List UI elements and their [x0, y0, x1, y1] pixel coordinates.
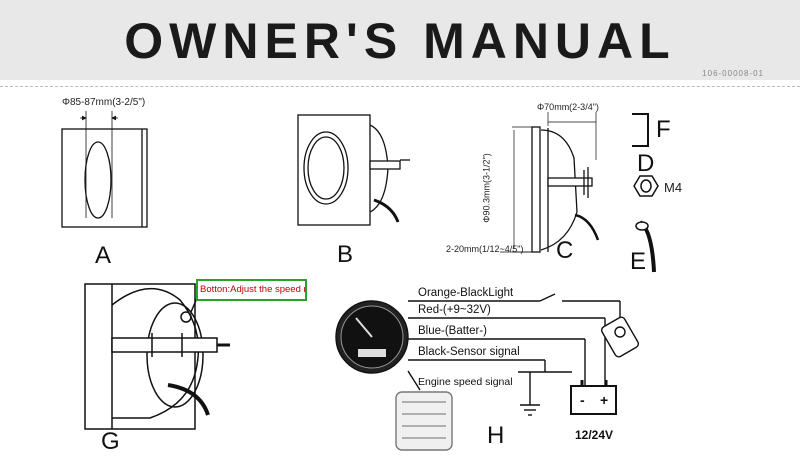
- figure-b-label: B: [337, 241, 354, 268]
- figure-a-dimension: Φ85-87mm(3-2/5"): [62, 97, 146, 108]
- wire-orange-label: Orange-BlackLight: [418, 287, 514, 299]
- wire-black-label: Black-Sensor signal: [418, 346, 520, 358]
- figure-c-dimension-top: Φ70mm(2-3/4"): [537, 102, 599, 112]
- figure-a-panel: [61, 111, 148, 228]
- figure-f-bracket: [632, 113, 649, 147]
- figure-h-wiring: [335, 293, 639, 451]
- figure-c-side-view: [500, 112, 600, 253]
- battery-positive-symbol: +: [600, 392, 608, 408]
- wire-red-label: Red-(+9~32V): [418, 304, 491, 316]
- speed-ratio-callout: Botton:Adjust the speed ratio: [196, 279, 307, 301]
- header-bar: [0, 0, 800, 80]
- figure-e-label: E: [630, 248, 647, 275]
- battery-voltage-label: 12/24V: [575, 428, 614, 442]
- figure-g-gauge-back: [84, 283, 230, 430]
- figure-c-dimension-side: Φ90.3mm(3-1/2"): [481, 153, 492, 223]
- figure-h-label: H: [487, 422, 505, 449]
- battery-negative-symbol: -: [580, 392, 585, 408]
- figure-g-label: G: [101, 428, 120, 455]
- figure-e-connector: [635, 220, 656, 273]
- wire-blue-label: Blue-(Batter-): [418, 325, 488, 337]
- figure-d-nut: [633, 175, 659, 197]
- figure-f-label: F: [656, 116, 671, 143]
- figure-d-part-label: M4: [664, 180, 683, 195]
- figure-d-label: D: [637, 150, 655, 177]
- engine-speed-label: Engine speed signal: [418, 376, 513, 388]
- document-code: 106-00008-01: [702, 69, 764, 78]
- page-title: OWNER'S MANUAL: [124, 13, 676, 69]
- figure-c-label: C: [556, 237, 574, 264]
- figure-b-gauge-in-panel: [297, 114, 410, 226]
- divider-line: [0, 86, 800, 87]
- figure-a-label: A: [95, 242, 112, 269]
- figure-c-dimension-bottom: 2-20mm(1/12~4/5"): [446, 244, 524, 254]
